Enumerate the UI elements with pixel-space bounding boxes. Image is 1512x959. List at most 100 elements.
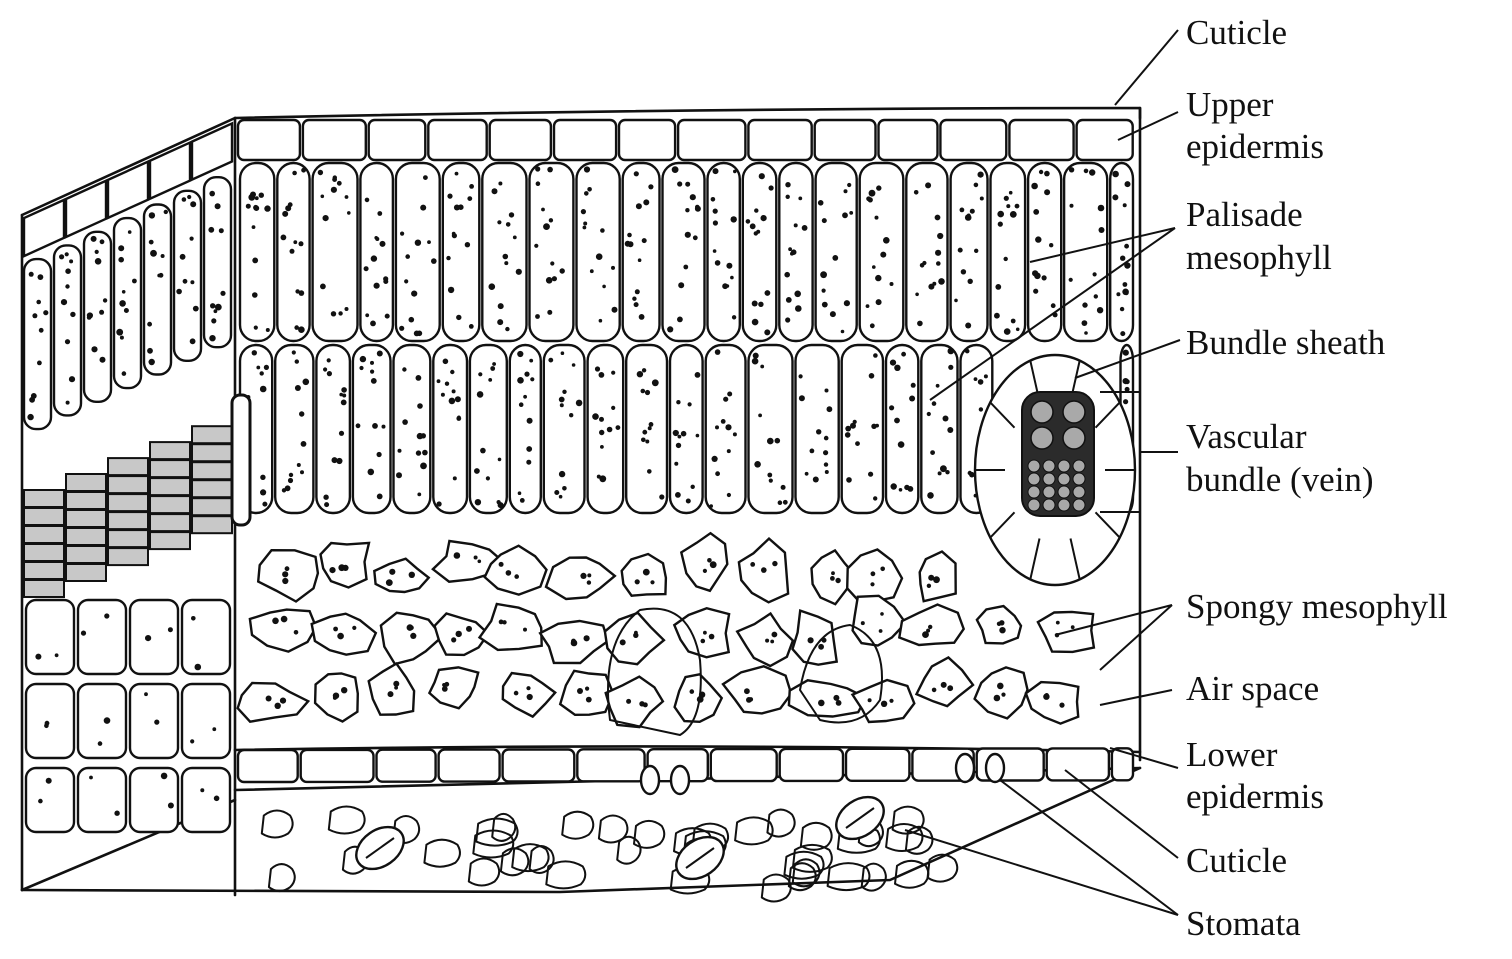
chloroplast xyxy=(584,191,589,196)
chloroplast xyxy=(767,473,772,478)
chloroplast xyxy=(275,703,281,709)
chloroplast xyxy=(1123,378,1129,384)
chloroplast xyxy=(802,225,808,231)
spongy-cell xyxy=(238,683,309,722)
chloroplast xyxy=(145,635,151,641)
chloroplast xyxy=(772,561,777,566)
chloroplast xyxy=(765,639,769,643)
chloroplast xyxy=(360,356,366,362)
chloroplast xyxy=(59,254,64,259)
chloroplast xyxy=(861,621,865,625)
chloroplast xyxy=(303,379,310,386)
chloroplast xyxy=(187,195,191,199)
phloem-cell xyxy=(1058,486,1070,498)
lower-epidermis-cell xyxy=(1047,748,1109,780)
chloroplast xyxy=(398,449,402,453)
chloroplast xyxy=(845,432,851,438)
spongy-mesophyll-cells xyxy=(238,533,1094,735)
chloroplast xyxy=(281,616,288,623)
chloroplast xyxy=(149,359,155,365)
chloroplast xyxy=(850,423,856,429)
chloroplast xyxy=(144,692,148,696)
chloroplast xyxy=(685,232,691,238)
chloroplast xyxy=(727,449,731,453)
chloroplast xyxy=(715,471,720,476)
chloroplast xyxy=(961,269,966,274)
leader-stomata-a xyxy=(1000,780,1178,915)
chloroplast xyxy=(333,627,338,632)
chloroplast xyxy=(70,312,75,317)
chloroplast xyxy=(331,311,336,316)
chloroplast xyxy=(416,450,421,455)
chloroplast xyxy=(997,211,1004,218)
phloem-cell xyxy=(1043,473,1055,485)
chloroplast xyxy=(359,366,363,370)
chloroplast xyxy=(754,461,761,468)
chloroplast xyxy=(813,477,819,483)
chloroplast xyxy=(409,572,415,578)
chloroplast xyxy=(764,329,770,335)
chloroplast xyxy=(1093,272,1097,276)
chloroplast xyxy=(691,485,695,489)
chloroplast xyxy=(443,359,449,365)
chloroplast xyxy=(1112,194,1118,200)
chloroplast xyxy=(294,630,299,635)
chloroplast xyxy=(124,308,129,313)
chloroplast xyxy=(523,395,527,399)
chloroplast xyxy=(783,500,788,505)
chloroplast xyxy=(881,701,887,707)
palisade-cell xyxy=(626,345,667,513)
chloroplast xyxy=(208,227,214,233)
labels: Cuticle Upper epidermis Palisade mesophy… xyxy=(1186,13,1448,943)
chloroplast xyxy=(1056,621,1060,625)
phloem-cell xyxy=(1073,499,1085,511)
chloroplast xyxy=(703,631,707,635)
chloroplast xyxy=(778,500,783,505)
chloroplast xyxy=(948,365,953,370)
chloroplast xyxy=(816,429,821,434)
chloroplast xyxy=(536,181,541,186)
chloroplast xyxy=(600,228,605,233)
chloroplast xyxy=(641,389,646,394)
chloroplast xyxy=(345,307,349,311)
phloem-cell xyxy=(1058,460,1070,472)
chloroplast xyxy=(875,275,881,281)
chloroplast xyxy=(149,240,154,245)
chloroplast xyxy=(562,390,566,394)
vein-brick xyxy=(108,494,148,511)
chloroplast xyxy=(868,698,872,702)
chloroplast xyxy=(441,393,445,397)
chloroplast xyxy=(36,300,41,305)
chloroplast xyxy=(323,495,328,500)
chloroplast xyxy=(830,311,836,317)
chloroplast xyxy=(465,242,470,247)
chloroplast xyxy=(492,188,498,194)
chloroplast xyxy=(368,469,375,476)
chloroplast xyxy=(880,252,886,258)
chloroplast xyxy=(712,456,718,462)
chloroplast xyxy=(649,422,654,427)
upper-epidermis-cell xyxy=(554,120,616,160)
chloroplast xyxy=(997,683,1004,690)
chloroplast xyxy=(299,241,304,246)
label-cuticle-top: Cuticle xyxy=(1186,13,1287,52)
left-face-cell xyxy=(78,684,126,758)
chloroplast xyxy=(611,266,615,270)
palisade-cell xyxy=(482,163,526,341)
left-face-cell xyxy=(26,684,74,758)
chloroplast xyxy=(832,255,838,261)
chloroplast xyxy=(409,317,415,323)
chloroplast xyxy=(458,204,464,210)
chloroplast xyxy=(421,433,426,438)
chloroplast xyxy=(513,236,517,240)
left-face-cell xyxy=(182,600,230,674)
chloroplast xyxy=(417,403,423,409)
spongy-cell xyxy=(681,533,727,591)
chloroplast xyxy=(385,314,390,319)
chloroplast xyxy=(150,250,157,257)
chloroplast xyxy=(650,580,654,584)
spongy-cell xyxy=(429,667,478,708)
chloroplast xyxy=(402,367,406,371)
label-upper-epidermis-line2: epidermis xyxy=(1186,127,1324,166)
chloroplast xyxy=(200,788,204,792)
